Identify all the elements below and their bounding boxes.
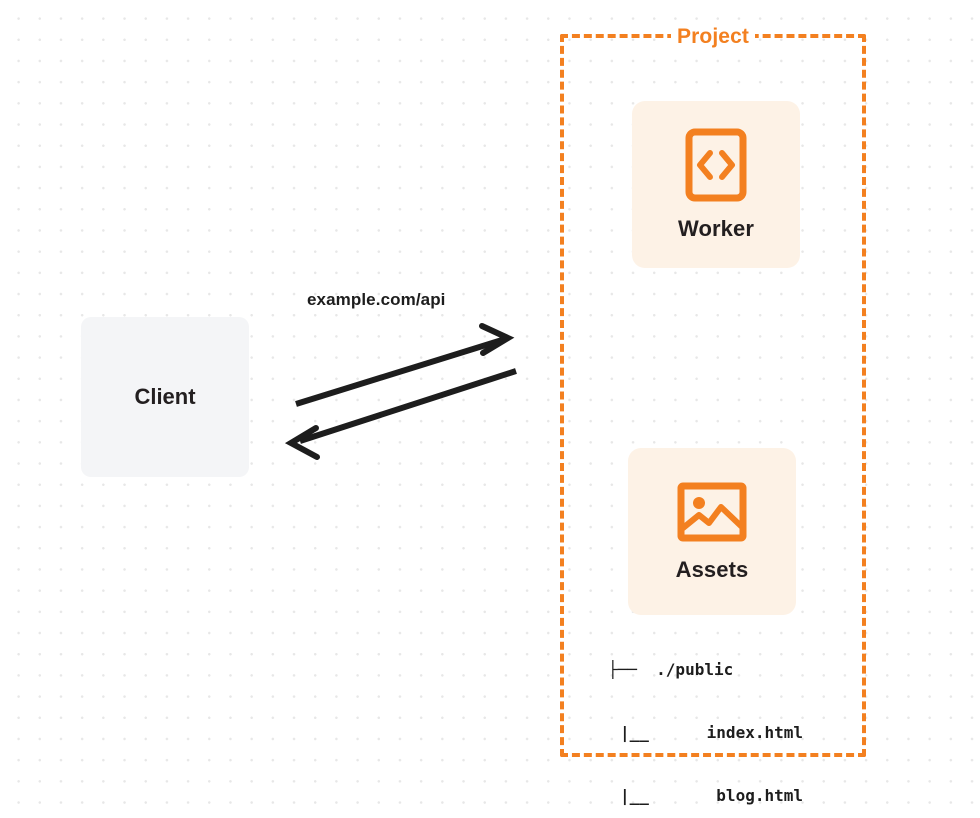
request-arrow bbox=[295, 323, 515, 407]
worker-node[interactable]: Worker bbox=[632, 101, 800, 268]
image-icon bbox=[677, 481, 747, 543]
file-tree-item: |__ blog.html bbox=[619, 786, 803, 805]
client-node[interactable]: Client bbox=[81, 317, 249, 477]
edge-label-request: example.com/api bbox=[307, 290, 446, 309]
client-label: Client bbox=[134, 384, 196, 409]
response-arrow bbox=[284, 368, 517, 460]
file-tree: ├── ./public |__ index.html |__ blog.htm… bbox=[608, 617, 803, 818]
assets-label: Assets bbox=[675, 556, 749, 582]
project-title-text: Project bbox=[671, 25, 755, 48]
file-tree-item: |__ index.html bbox=[619, 723, 803, 742]
worker-label: Worker bbox=[678, 215, 754, 241]
assets-node[interactable]: Assets bbox=[628, 448, 796, 615]
code-brackets-icon bbox=[685, 128, 747, 202]
file-tree-root: ├── ./public bbox=[608, 660, 734, 679]
project-title: Project bbox=[564, 25, 862, 49]
